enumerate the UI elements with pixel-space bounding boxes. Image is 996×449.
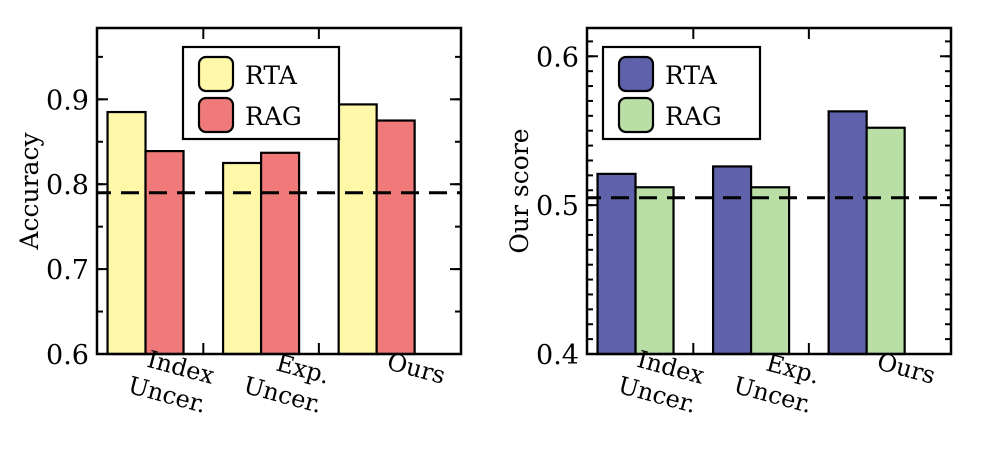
legend-label-rta: RTA xyxy=(665,61,718,90)
legend: RTA RAG xyxy=(181,45,341,141)
bar-rta-0 xyxy=(596,172,637,356)
ytick-label: 0.6 xyxy=(46,340,89,371)
ytick-label: 0.4 xyxy=(536,340,579,371)
ytick-label: 0.5 xyxy=(536,191,579,222)
legend-label-rag: RAG xyxy=(245,102,302,131)
ytick-label: 0.9 xyxy=(46,85,89,116)
bar-rta-2 xyxy=(337,103,378,356)
bar-rta-1 xyxy=(711,165,753,356)
bar-rta-1 xyxy=(221,161,263,356)
ytick-label: 0.8 xyxy=(46,170,89,201)
legend-swatch-rag xyxy=(617,96,655,134)
legend-swatch-rag xyxy=(197,96,235,134)
bar-rag-0 xyxy=(634,186,675,356)
ytick-label: 0.6 xyxy=(536,42,579,73)
bar-rag-1 xyxy=(259,151,301,356)
bar-rag-0 xyxy=(144,149,185,356)
bar-rta-2 xyxy=(827,110,868,356)
bar-rag-1 xyxy=(749,186,791,356)
axes-frame xyxy=(95,26,463,356)
legend: RTA RAG xyxy=(601,45,762,141)
ylabel: Accuracy xyxy=(15,132,44,251)
legend-label-rta: RTA xyxy=(245,61,298,90)
ylabel: Our score xyxy=(505,128,534,253)
chart-panel-1: 0.60.70.80.9AccuracyIndexUncer.Exp.Uncer… xyxy=(15,26,463,419)
bar-rta-0 xyxy=(106,110,147,356)
ytick-label: 0.7 xyxy=(46,255,89,286)
legend-swatch-rta xyxy=(197,55,235,93)
bar-rag-2 xyxy=(375,119,416,356)
legend-swatch-rta xyxy=(617,55,655,93)
legend-label-rag: RAG xyxy=(665,102,722,131)
bar-rag-2 xyxy=(865,126,906,356)
